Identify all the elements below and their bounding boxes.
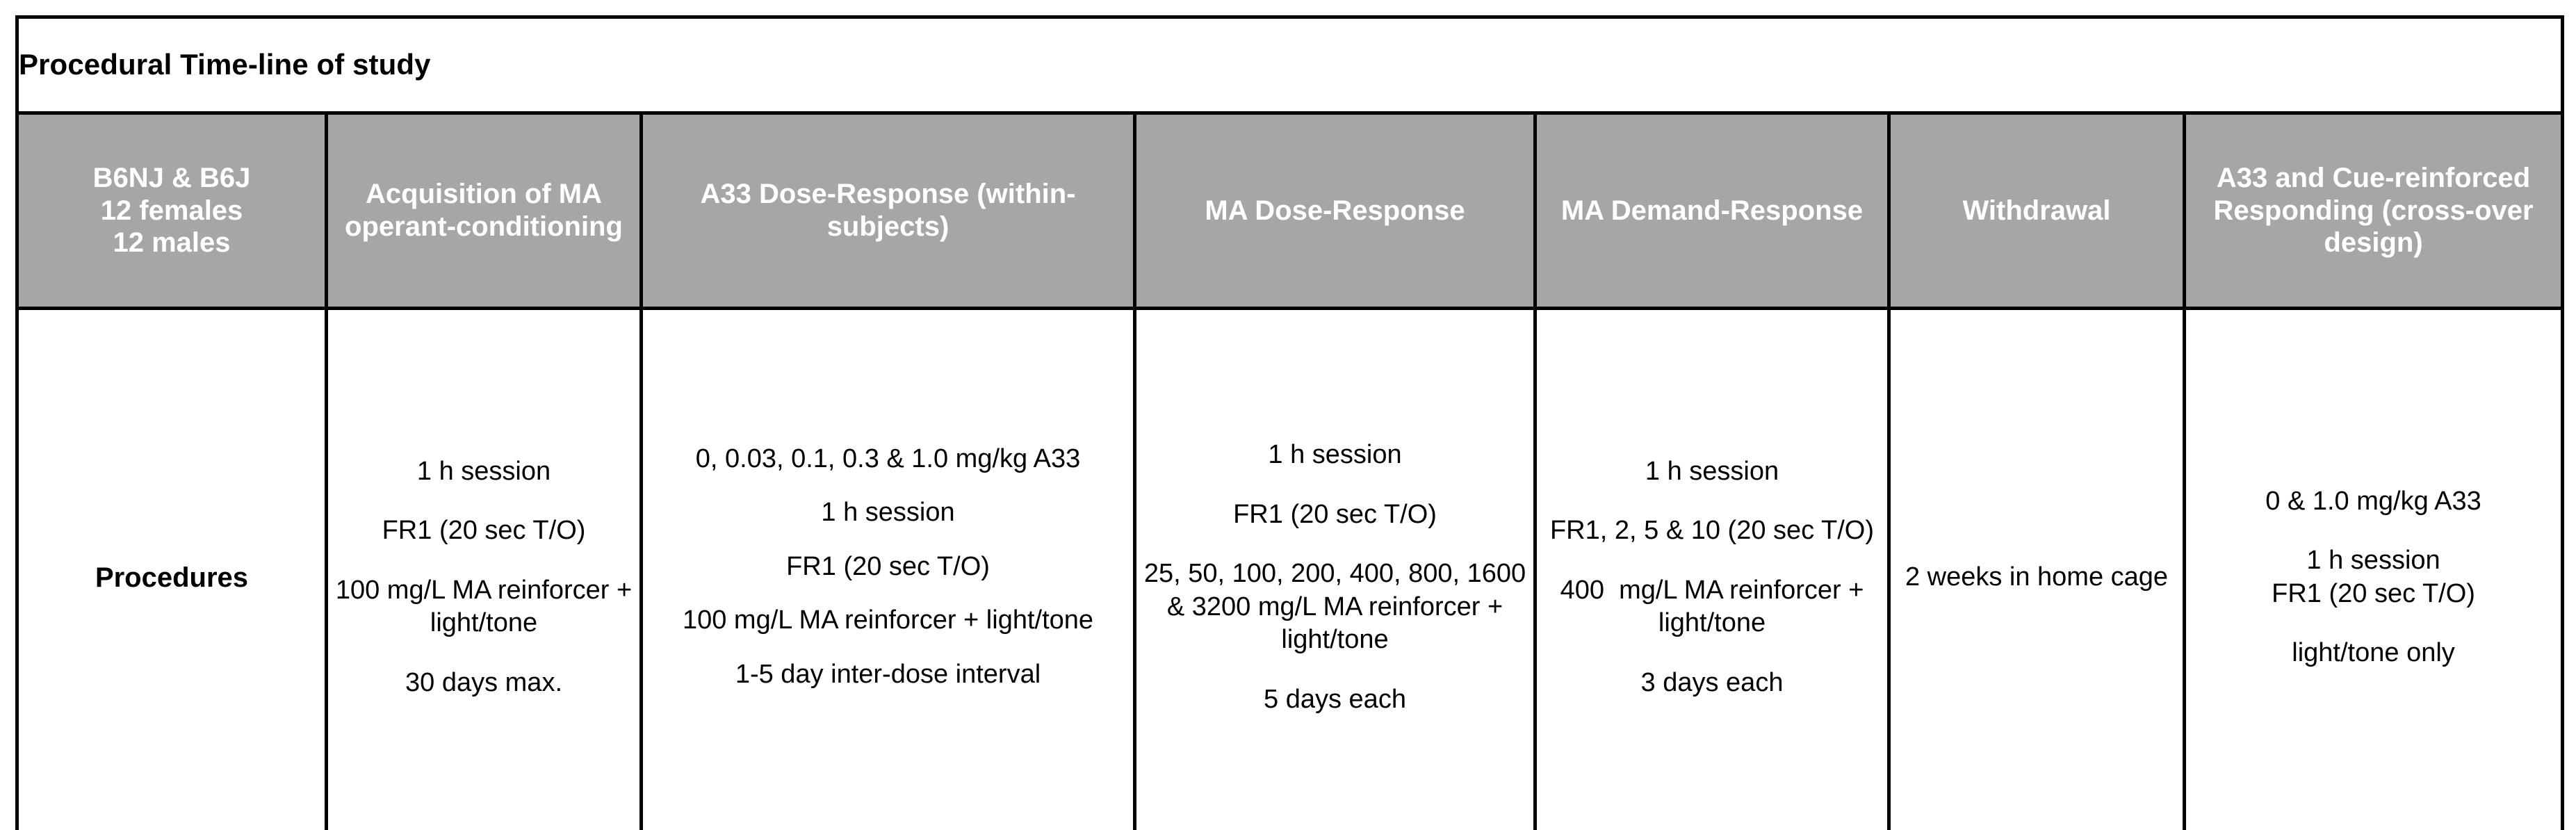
ma-demand-response-line-2: FR1, 2, 5 & 10 (20 sec T/O) bbox=[1549, 516, 1875, 546]
header-cell-a33-cue-reinforced: A33 and Cue-reinforced Responding (cross… bbox=[2182, 111, 2565, 310]
ma-dose-response-line-3: 25, 50, 100, 200, 400, 800, 1600 & 3200 … bbox=[1143, 559, 1533, 654]
acquisition-line-1: 1 h session bbox=[416, 456, 551, 486]
ma-demand-response-line-4: 3 days each bbox=[1640, 667, 1784, 697]
ma-dose-response-details: 1 h session FR1 (20 sec T/O) 25, 50, 100… bbox=[1143, 439, 1526, 716]
header-a33-dose-response-label: A33 Dose-Response (within-subjects) bbox=[700, 179, 1076, 242]
ma-dose-response-line-1: 1 h session bbox=[1268, 440, 1402, 469]
withdrawal-line-1: 2 weeks in home cage bbox=[1905, 562, 2169, 592]
cell-withdrawal: 2 weeks in home cage bbox=[1887, 307, 2186, 830]
header-cell-a33-dose-response: A33 Dose-Response (within-subjects) bbox=[639, 111, 1136, 310]
header-cell-subjects: B6NJ & B6J 12 females 12 males bbox=[15, 111, 328, 310]
header-ma-dose-response-label: MA Dose-Response bbox=[1205, 195, 1465, 226]
a33-dose-response-line-5: 1-5 day inter-dose interval bbox=[735, 659, 1041, 689]
acquisition-line-4: 30 days max. bbox=[405, 667, 562, 697]
header-ma-demand-response-label: MA Demand-Response bbox=[1560, 195, 1864, 226]
a33-cue-reinforced-details: 0 & 1.0 mg/kg A33 1 h session FR1 (20 se… bbox=[2193, 485, 2554, 670]
ma-demand-response-line-1: 1 h session bbox=[1645, 456, 1779, 486]
acquisition-details: 1 h session FR1 (20 sec T/O) 100 mg/L MA… bbox=[335, 455, 633, 700]
page-title: Procedural Time-line of study bbox=[19, 48, 431, 81]
acquisition-line-3: 100 mg/L MA reinforcer + light/tone bbox=[335, 575, 639, 638]
a33-dose-response-line-2: 1 h session bbox=[821, 498, 955, 528]
cell-a33-dose-response: 0, 0.03, 0.1, 0.3 & 1.0 mg/kg A33 1 h se… bbox=[639, 307, 1136, 830]
table-row: Procedures 1 h session FR1 (20 sec T/O) … bbox=[15, 307, 2565, 830]
ma-demand-response-line-3: 400 mg/L MA reinforcer + light/tone bbox=[1560, 575, 1871, 638]
a33-dose-response-line-3: FR1 (20 sec T/O) bbox=[786, 551, 990, 581]
header-a33-cue-reinforced-label: A33 and Cue-reinforced Responding (cross… bbox=[2213, 162, 2534, 259]
withdrawal-details: 2 weeks in home cage bbox=[1898, 561, 2176, 594]
table-header-row: B6NJ & B6J 12 females 12 males Acquisiti… bbox=[15, 111, 2565, 310]
a33-dose-response-line-1: 0, 0.03, 0.1, 0.3 & 1.0 mg/kg A33 bbox=[695, 444, 1081, 473]
header-cell-ma-dose-response: MA Dose-Response bbox=[1133, 111, 1537, 310]
ma-demand-response-details: 1 h session FR1, 2, 5 & 10 (20 sec T/O) … bbox=[1544, 455, 1880, 700]
a33-cue-reinforced-line-1: 0 & 1.0 mg/kg A33 bbox=[2265, 486, 2481, 516]
a33-dose-response-line-4: 100 mg/L MA reinforcer + light/tone bbox=[682, 605, 1094, 635]
header-subjects-main: B6NJ & B6J bbox=[92, 162, 251, 193]
header-cell-ma-demand-response: MA Demand-Response bbox=[1533, 111, 1891, 310]
header-subjects-females: 12 females bbox=[100, 195, 243, 226]
a33-cue-reinforced-line-3: light/tone only bbox=[2292, 638, 2455, 667]
table-title-row: Procedural Time-line of study bbox=[15, 15, 2565, 115]
header-withdrawal-label: Withdrawal bbox=[1962, 195, 2111, 226]
cell-ma-demand-response: 1 h session FR1, 2, 5 & 10 (20 sec T/O) … bbox=[1533, 307, 1891, 830]
table-title-cell: Procedural Time-line of study bbox=[15, 15, 2565, 115]
cell-acquisition: 1 h session FR1 (20 sec T/O) 100 mg/L MA… bbox=[325, 307, 643, 830]
cell-ma-dose-response: 1 h session FR1 (20 sec T/O) 25, 50, 100… bbox=[1133, 307, 1537, 830]
a33-dose-response-details: 0, 0.03, 0.1, 0.3 & 1.0 mg/kg A33 1 h se… bbox=[650, 443, 1126, 692]
header-cell-acquisition: Acquisition of MA operant-conditioning bbox=[325, 111, 643, 310]
header-cell-withdrawal: Withdrawal bbox=[1887, 111, 2186, 310]
header-subjects-males: 12 males bbox=[113, 227, 231, 259]
header-acquisition-label: Acquisition of MA operant-conditioning bbox=[345, 179, 623, 242]
row-label-cell-procedures: Procedures bbox=[15, 307, 328, 830]
ma-dose-response-line-4: 5 days each bbox=[1264, 684, 1406, 714]
procedural-timeline-table: Procedural Time-line of study B6NJ & B6J… bbox=[15, 15, 2565, 830]
row-label-procedures: Procedures bbox=[95, 562, 249, 593]
a33-cue-reinforced-line-2: 1 h session FR1 (20 sec T/O) bbox=[2272, 546, 2475, 608]
ma-dose-response-line-2: FR1 (20 sec T/O) bbox=[1233, 499, 1437, 529]
acquisition-line-2: FR1 (20 sec T/O) bbox=[382, 516, 586, 546]
cell-a33-cue-reinforced: 0 & 1.0 mg/kg A33 1 h session FR1 (20 se… bbox=[2182, 307, 2565, 830]
